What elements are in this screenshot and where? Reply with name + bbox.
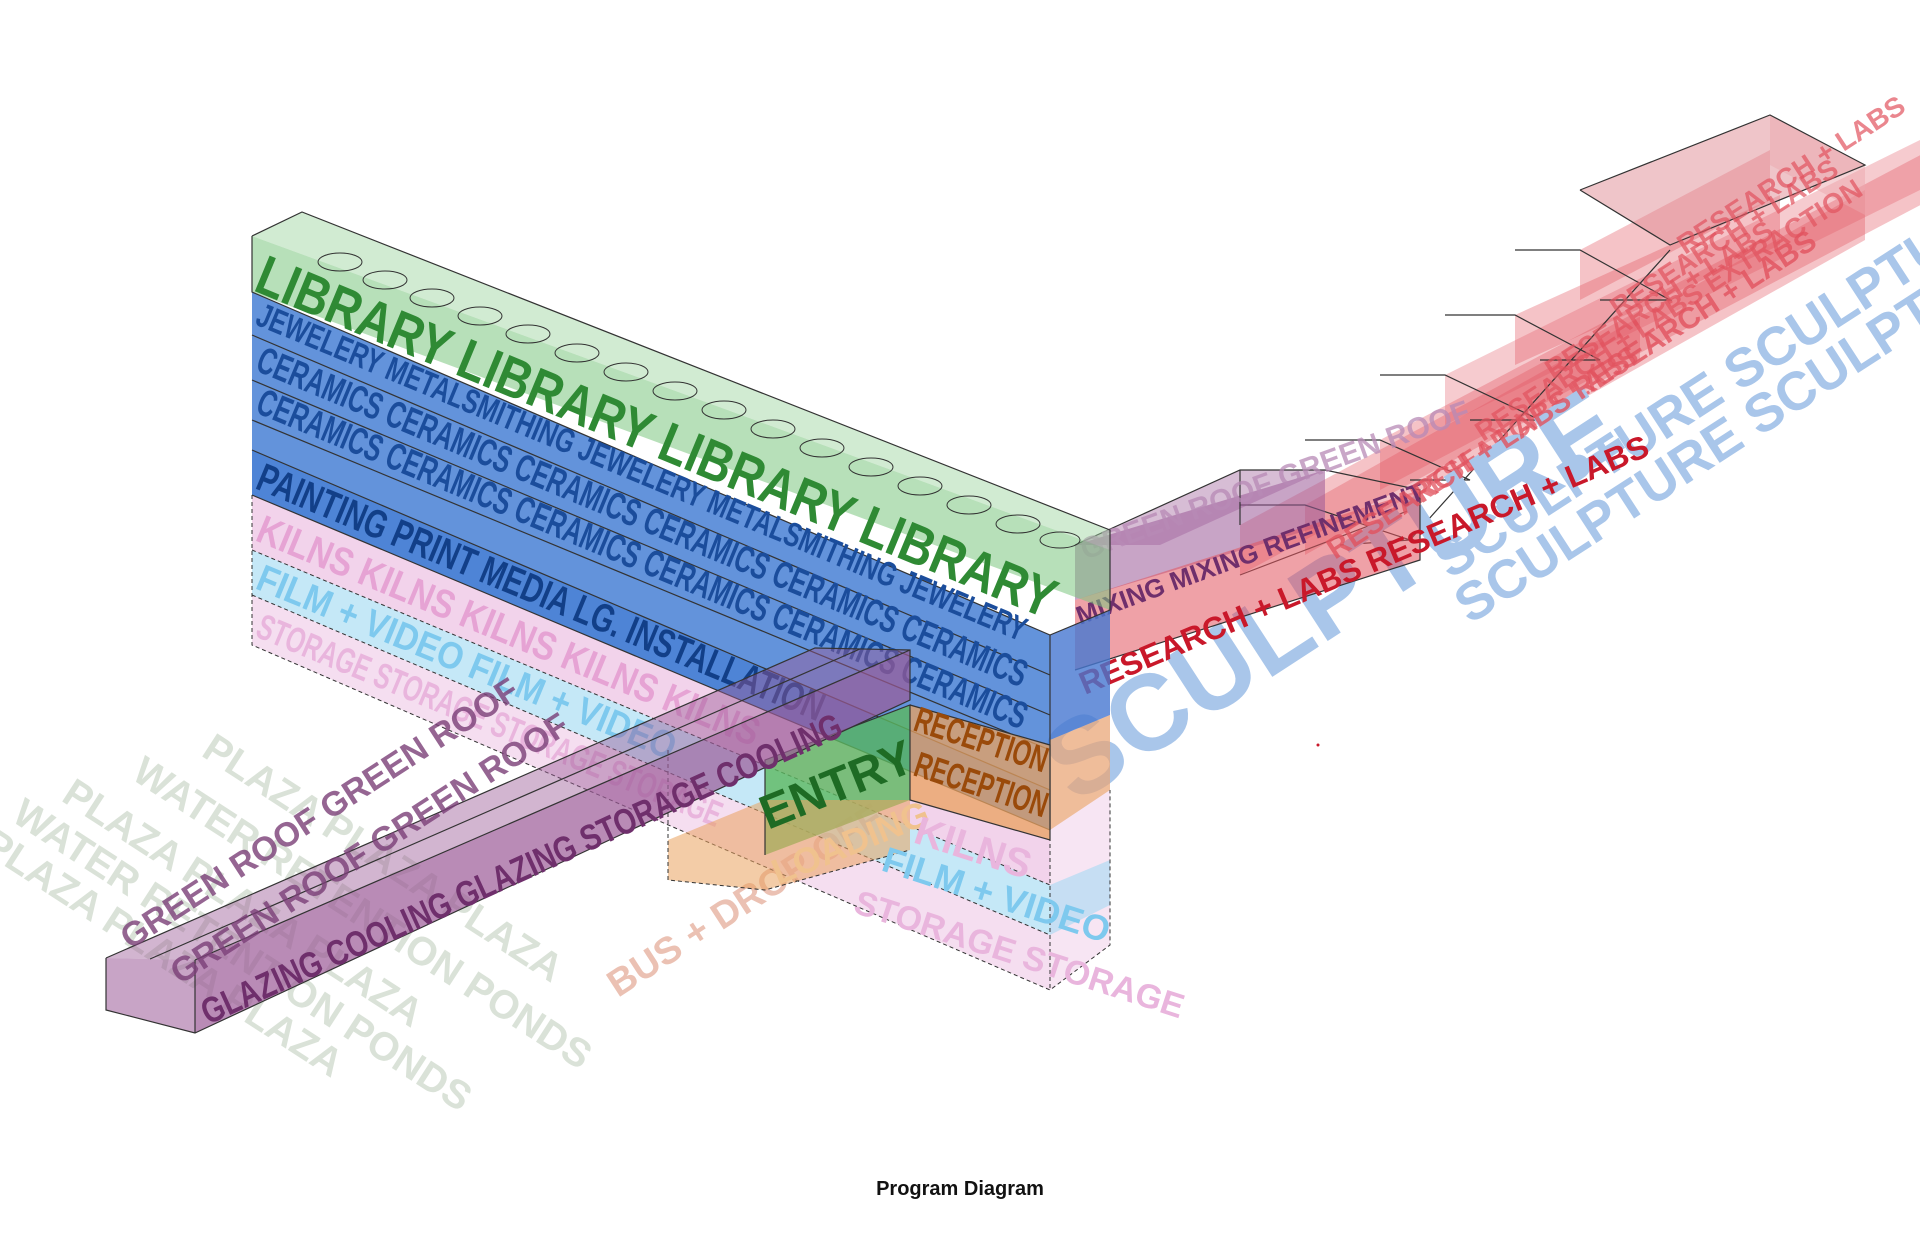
diagram-caption: Program Diagram [876, 1178, 1044, 1200]
marker-dot [1316, 743, 1320, 747]
library-cylinders [317, 252, 1081, 549]
